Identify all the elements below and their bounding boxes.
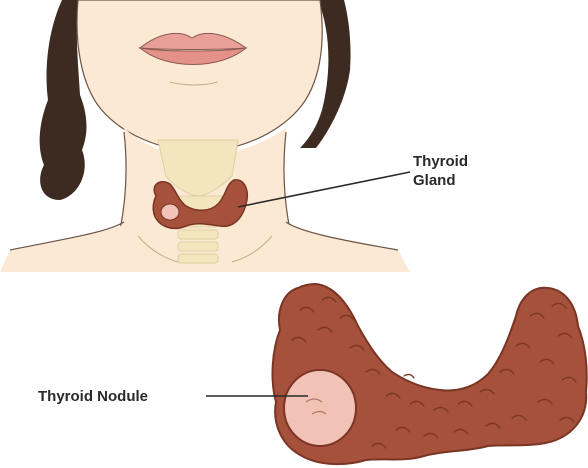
nodule-large bbox=[284, 370, 356, 446]
thyroid-nodule-label: Thyroid Nodule bbox=[38, 387, 148, 406]
thyroid-gland-label: Thyroid Gland bbox=[413, 152, 468, 190]
trachea-ring bbox=[178, 230, 218, 239]
thyroid-gland-label-line2: Gland bbox=[413, 171, 468, 190]
trachea-ring bbox=[178, 254, 218, 263]
nodule-small bbox=[161, 204, 179, 220]
thyroid-gland-label-line1: Thyroid bbox=[413, 152, 468, 171]
trachea-ring bbox=[178, 242, 218, 251]
